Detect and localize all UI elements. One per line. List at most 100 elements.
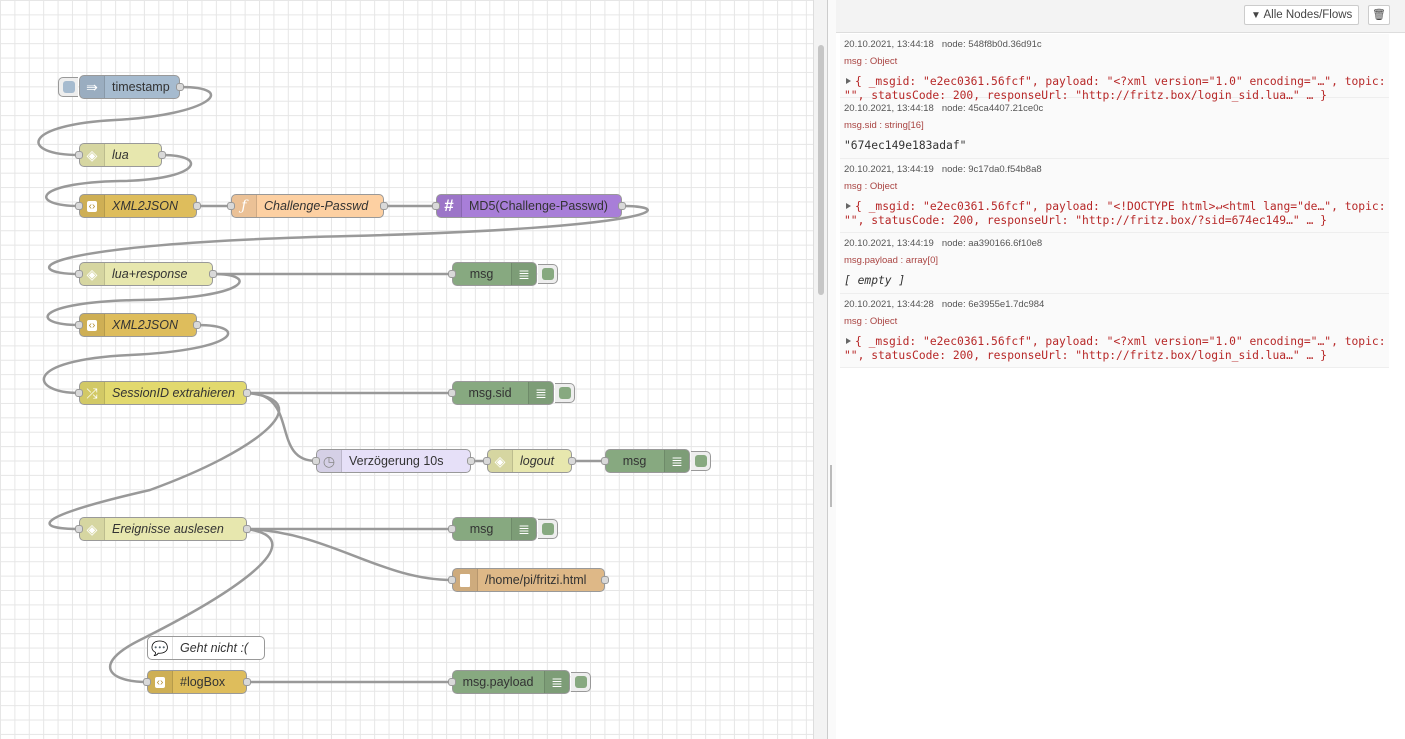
output-port[interactable] bbox=[601, 576, 609, 584]
session-id-node[interactable]: ⤮ SessionID extrahieren bbox=[75, 381, 251, 405]
xml2json-node-2[interactable]: ‹› XML2JSON bbox=[75, 313, 201, 337]
lua-response-node[interactable]: ◈ lua+response bbox=[75, 262, 217, 286]
node-label: Geht nicht :( bbox=[180, 641, 249, 655]
input-port[interactable] bbox=[448, 678, 456, 686]
message-node[interactable]: node: 45ca4407.21ce0c bbox=[941, 103, 1044, 114]
debug-message[interactable]: 20.10.2021, 13:44:18 node: 548f8b0d.36d91… bbox=[840, 34, 1389, 102]
timer-icon: ◷ bbox=[317, 450, 342, 472]
message-time: 20.10.2021, 13:44:19 bbox=[844, 164, 934, 175]
scrollbar-thumb[interactable] bbox=[818, 45, 824, 295]
message-line: { _msgid: "e2ec0361.56fcf", payload: "<?… bbox=[855, 75, 1386, 88]
inject-button[interactable] bbox=[58, 77, 78, 97]
output-port[interactable] bbox=[568, 457, 576, 465]
debug-msg-node-3[interactable]: msg ≣ bbox=[448, 517, 558, 541]
input-port[interactable] bbox=[312, 457, 320, 465]
workspace-scrollbar[interactable] bbox=[813, 0, 828, 739]
input-port[interactable] bbox=[432, 202, 440, 210]
output-port[interactable] bbox=[158, 151, 166, 159]
input-port[interactable] bbox=[601, 457, 609, 465]
input-port[interactable] bbox=[448, 576, 456, 584]
output-port[interactable] bbox=[380, 202, 388, 210]
output-port[interactable] bbox=[209, 270, 217, 278]
message-body[interactable]: { _msgid: "e2ec0361.56fcf", payload: "<?… bbox=[844, 75, 1386, 103]
node-label: Ereignisse auslesen bbox=[112, 522, 224, 536]
message-node[interactable]: node: 6e3955e1.7dc984 bbox=[941, 299, 1045, 310]
debug-message-list[interactable]: 20.10.2021, 13:44:18 node: 548f8b0d.36d91… bbox=[840, 34, 1389, 368]
timestamp-node[interactable]: ⇛ timestamp bbox=[58, 75, 184, 99]
md5-node[interactable]: # MD5(Challenge-Passwd) bbox=[432, 194, 626, 218]
message-meta: 20.10.2021, 13:44:19 node: 9c17da0.f54b8a… bbox=[844, 163, 1385, 177]
debug-toggle[interactable] bbox=[538, 519, 558, 539]
globe-icon: ◈ bbox=[80, 518, 105, 540]
message-body[interactable]: { _msgid: "e2ec0361.56fcf", payload: "<!… bbox=[844, 200, 1386, 228]
output-port[interactable] bbox=[243, 678, 251, 686]
message-topic: msg : Object bbox=[844, 56, 898, 67]
output-port[interactable] bbox=[467, 457, 475, 465]
node-label: Challenge-Passwd bbox=[264, 199, 369, 213]
globe-icon: ◈ bbox=[80, 144, 105, 166]
output-port[interactable] bbox=[176, 83, 184, 91]
debug-message[interactable]: 20.10.2021, 13:44:19 node: 9c17da0.f54b8a… bbox=[840, 159, 1389, 233]
delay-node[interactable]: ◷ Verzögerung 10s bbox=[312, 449, 475, 473]
node-label: Verzögerung 10s bbox=[349, 454, 444, 468]
message-node[interactable]: node: 9c17da0.f54b8a8 bbox=[941, 164, 1042, 175]
input-port[interactable] bbox=[448, 389, 456, 397]
output-port[interactable] bbox=[193, 202, 201, 210]
output-port[interactable] bbox=[618, 202, 626, 210]
node-label: MD5(Challenge-Passwd) bbox=[469, 199, 608, 213]
lua-node[interactable]: ◈ lua bbox=[75, 143, 166, 167]
input-port[interactable] bbox=[227, 202, 235, 210]
input-port[interactable] bbox=[75, 525, 83, 533]
node-label: XML2JSON bbox=[112, 318, 178, 332]
message-body[interactable]: [ empty ] bbox=[844, 274, 906, 287]
debug-msg-node[interactable]: msg ≣ bbox=[448, 262, 558, 286]
debug-toolbar: ▼ Alle Nodes/Flows 🗑 bbox=[836, 0, 1405, 33]
expand-icon[interactable] bbox=[846, 338, 851, 344]
logout-node[interactable]: ◈ logout bbox=[483, 449, 576, 473]
debug-msg-node-2[interactable]: msg ≣ bbox=[601, 449, 711, 473]
challenge-passwd-node[interactable]: ƒ Challenge-Passwd bbox=[227, 194, 388, 218]
file-node[interactable]: /home/pi/fritzi.html bbox=[448, 568, 609, 592]
filter-button[interactable]: ▼ Alle Nodes/Flows bbox=[1244, 5, 1360, 25]
debug-toggle[interactable] bbox=[555, 383, 575, 403]
debug-sid-node[interactable]: msg.sid ≣ bbox=[448, 381, 575, 405]
debug-toggle[interactable] bbox=[571, 672, 591, 692]
message-body[interactable]: "674ec149e183adaf" bbox=[844, 139, 967, 152]
trash-icon: 🗑 bbox=[1372, 9, 1386, 21]
output-port[interactable] bbox=[243, 525, 251, 533]
clear-button[interactable]: 🗑 bbox=[1368, 5, 1390, 25]
debug-toggle[interactable] bbox=[691, 451, 711, 471]
output-port[interactable] bbox=[193, 321, 201, 329]
input-port[interactable] bbox=[448, 270, 456, 278]
debug-toggle[interactable] bbox=[538, 264, 558, 284]
filter-label: Alle Nodes/Flows bbox=[1263, 9, 1353, 21]
debug-payload-node[interactable]: msg.payload ≣ bbox=[448, 670, 591, 694]
message-node[interactable]: node: 548f8b0d.36d91c bbox=[941, 39, 1042, 50]
input-port[interactable] bbox=[448, 525, 456, 533]
list-icon: ≣ bbox=[664, 450, 689, 472]
ereignisse-node[interactable]: ◈ Ereignisse auslesen bbox=[75, 517, 251, 541]
output-port[interactable] bbox=[243, 389, 251, 397]
divider-grip[interactable] bbox=[830, 465, 832, 507]
flow-workspace[interactable]: ⇛ timestamp ◈ lua ‹› XML2JSON ƒ Challeng… bbox=[0, 0, 813, 739]
message-time: 20.10.2021, 13:44:18 bbox=[844, 39, 934, 50]
debug-scrollbar[interactable] bbox=[1389, 34, 1395, 739]
xml2json-node[interactable]: ‹› XML2JSON bbox=[75, 194, 201, 218]
input-port[interactable] bbox=[75, 270, 83, 278]
input-port[interactable] bbox=[75, 151, 83, 159]
expand-icon[interactable] bbox=[846, 203, 851, 209]
expand-icon[interactable] bbox=[846, 78, 851, 84]
input-port[interactable] bbox=[75, 321, 83, 329]
input-port[interactable] bbox=[75, 202, 83, 210]
message-body[interactable]: { _msgid: "e2ec0361.56fcf", payload: "<?… bbox=[844, 335, 1386, 363]
input-port[interactable] bbox=[483, 457, 491, 465]
message-node[interactable]: node: aa390166.6f10e8 bbox=[941, 238, 1043, 249]
node-label: lua bbox=[112, 148, 129, 162]
input-port[interactable] bbox=[75, 389, 83, 397]
logbox-node[interactable]: ‹› #logBox bbox=[143, 670, 251, 694]
comment-node[interactable]: 💬 Geht nicht :( bbox=[147, 636, 265, 660]
input-port[interactable] bbox=[143, 678, 151, 686]
